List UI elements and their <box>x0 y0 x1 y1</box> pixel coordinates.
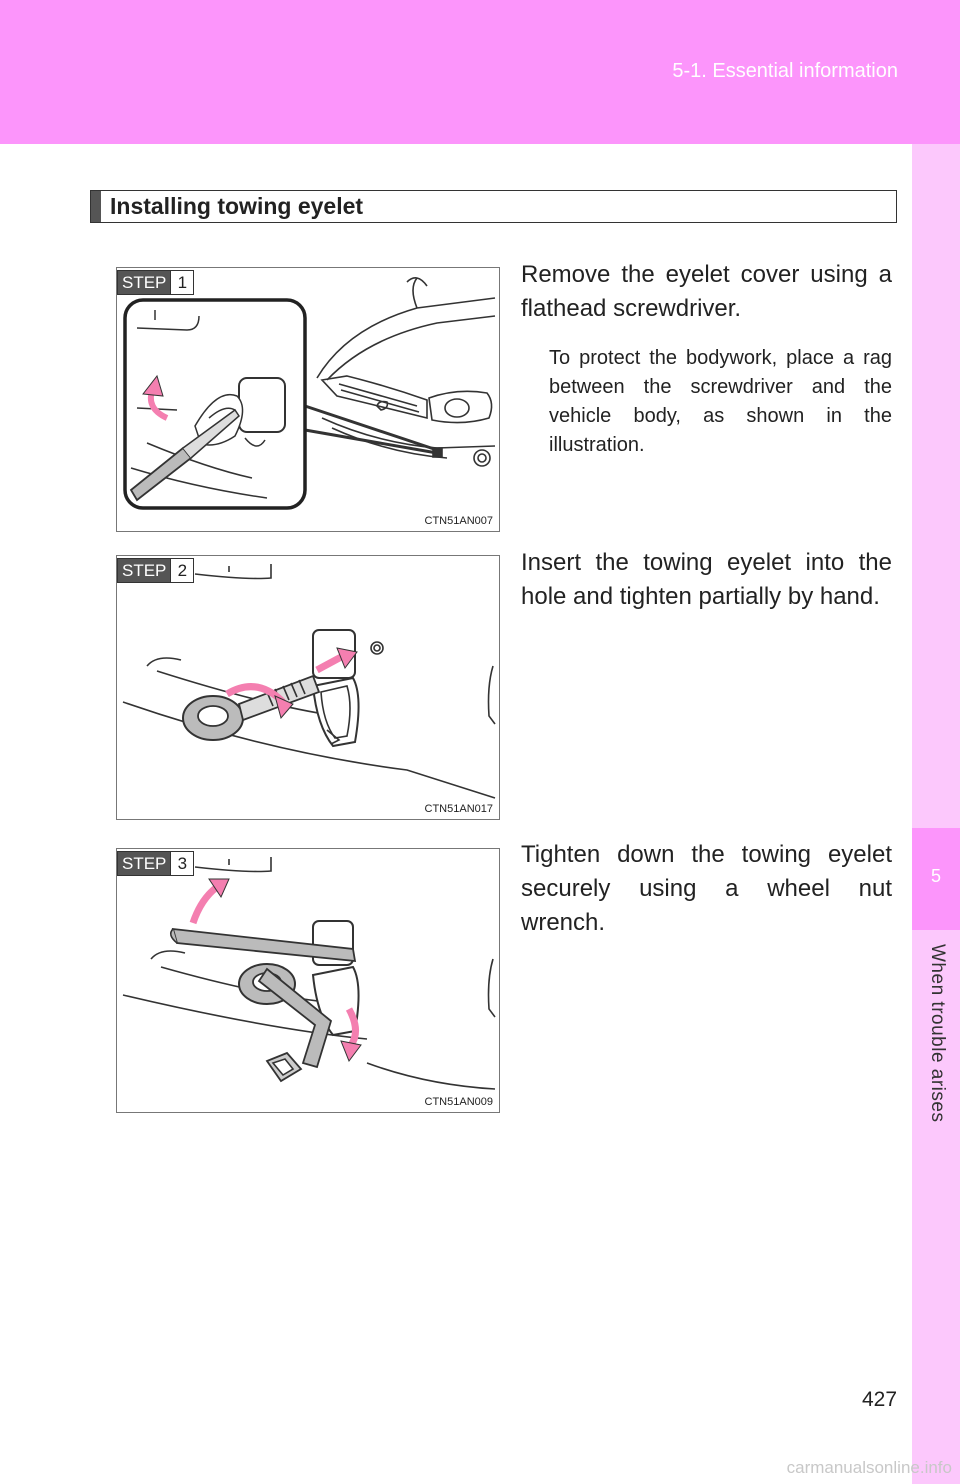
page-number: 427 <box>862 1388 898 1411</box>
step-badge-word: STEP <box>118 559 171 582</box>
header-section-title: 5-1. Essential information <box>672 60 898 82</box>
step-3-instruction: Tighten down the towing eyelet securely … <box>521 841 892 936</box>
figure-code: CTN51AN007 <box>424 515 493 527</box>
section-title: Installing towing eyelet <box>110 193 364 219</box>
section-heading: Installing towing eyelet <box>90 190 897 223</box>
car-front-screwdriver-drawing <box>123 277 496 510</box>
step-3-illustration: STEP 3 <box>116 848 500 1113</box>
step-badge-word: STEP <box>118 852 171 875</box>
step-badge-word: STEP <box>118 271 171 294</box>
step-1-illustration: STEP 1 <box>116 267 500 532</box>
side-tab-chapter-number[interactable]: 5 <box>912 828 960 930</box>
step-2-instruction: Insert the towing eyelet into the hole a… <box>521 549 892 610</box>
step-3-badge: STEP 3 <box>117 851 195 876</box>
step-badge-number: 3 <box>170 852 194 875</box>
step-1-badge: STEP 1 <box>117 270 195 295</box>
step-2-illustration: STEP 2 CTN <box>116 555 500 820</box>
step-badge-number: 1 <box>170 271 194 294</box>
wheel-nut-wrench-drawing <box>122 857 496 1090</box>
watermark: carmanualsonline.info <box>786 1458 952 1477</box>
side-tab-background <box>912 144 960 1484</box>
side-tab-chapter-label: When trouble arises <box>927 944 948 1123</box>
step-1-instruction: Remove the eyelet cover using a flathead… <box>521 261 892 322</box>
step-2-badge: STEP 2 <box>117 558 195 583</box>
towing-eyelet-insert-drawing <box>122 564 496 799</box>
figure-code: CTN51AN017 <box>424 803 493 815</box>
figure-code: CTN51AN009 <box>424 1096 493 1108</box>
heading-accent-bar <box>91 191 101 222</box>
step-1-note: To protect the bodywork, place a rag bet… <box>549 347 892 456</box>
page-header: 5-1. Essential information <box>0 0 960 144</box>
step-badge-number: 2 <box>170 559 194 582</box>
